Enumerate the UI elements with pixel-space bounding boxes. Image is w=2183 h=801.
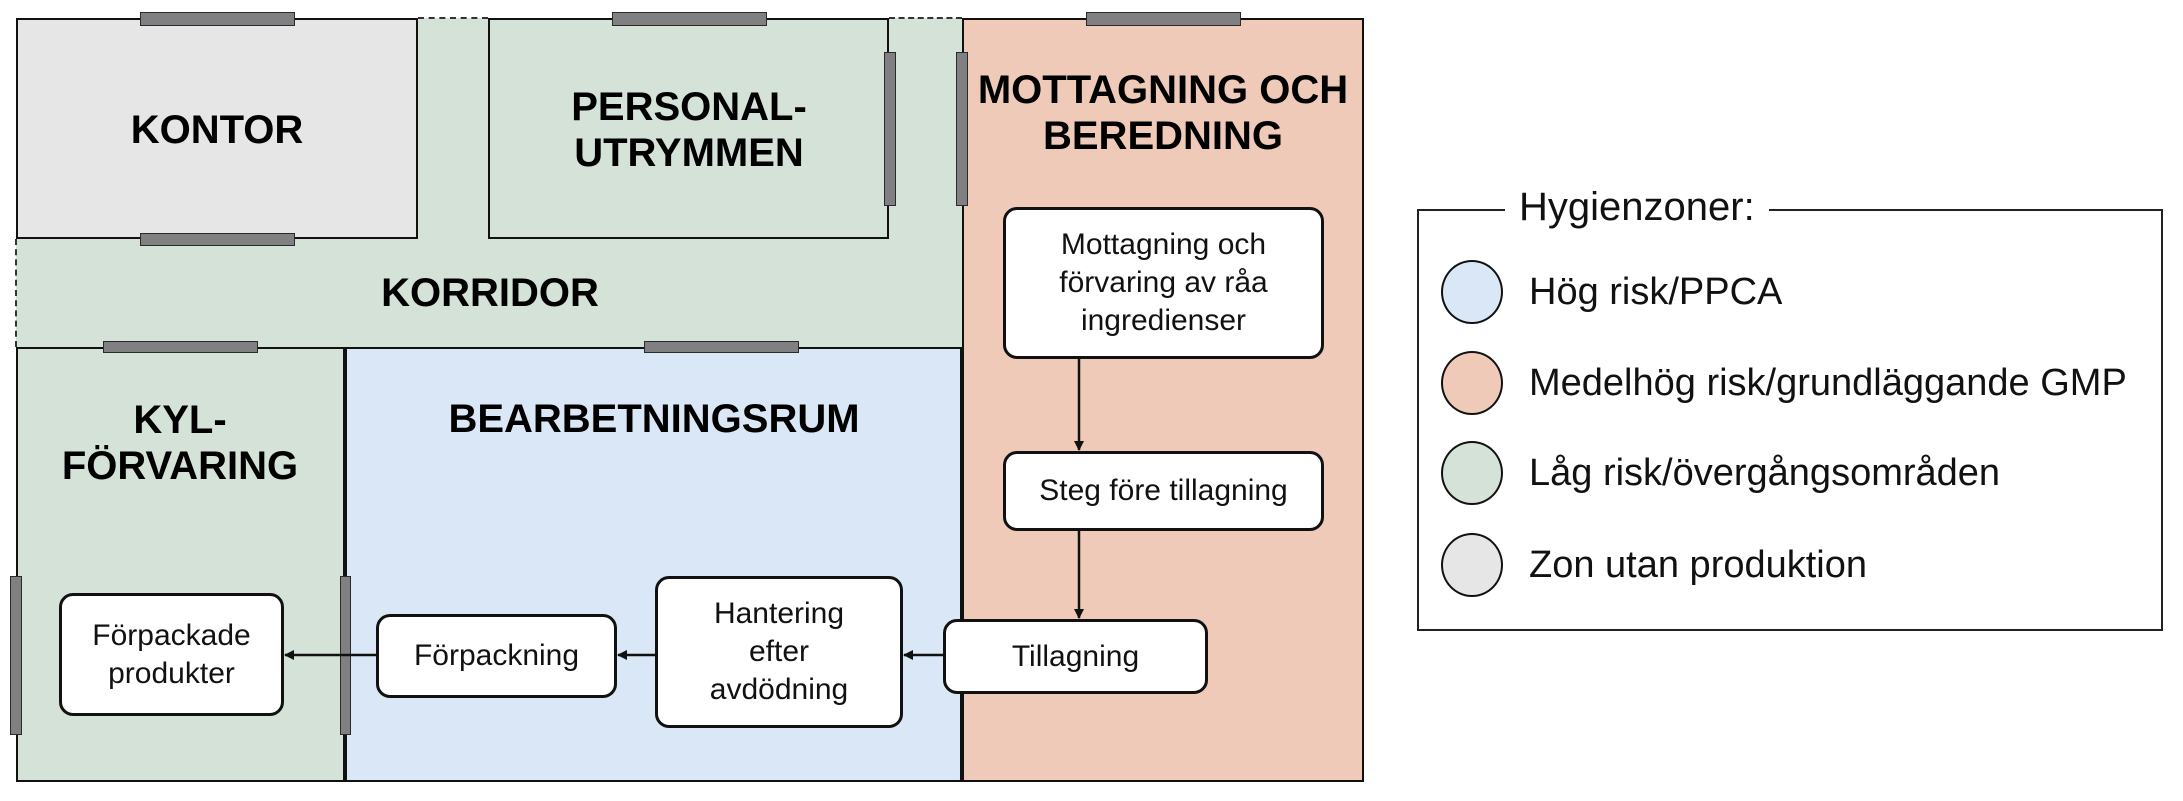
legend-label: Medelhög risk/grundläggande GMP [1529, 361, 2127, 404]
step-tillagning: Tillagning [943, 619, 1208, 694]
legend-title: Hygienzoner: [1505, 182, 1769, 232]
room-label-kontor: KONTOR [130, 108, 304, 152]
legend-item: Medelhög risk/grundläggande GMP [1441, 350, 2127, 416]
door-personal-side [884, 52, 896, 206]
open-boundary-top-2 [889, 17, 962, 19]
step-forpackade: Förpackade produkter [59, 593, 284, 716]
legend-item: Zon utan produktion [1441, 532, 1867, 598]
zone-swatch-icon [1441, 441, 1503, 505]
door-kontor-bottom [140, 233, 295, 246]
door-bearbetning-top [644, 341, 799, 353]
room-label-mottagning: MOTTAGNING OCH BEREDNING [977, 68, 1349, 158]
legend-label: Hög risk/PPCA [1529, 270, 1783, 313]
step-forpackning: Förpackning [376, 614, 617, 698]
step-hantering: Hantering efter avdödning [655, 576, 903, 728]
door-kyl-top [103, 341, 258, 353]
legend-box [1417, 209, 2163, 631]
door-kyl-outer [10, 576, 22, 735]
zone-swatch-icon [1441, 260, 1503, 324]
door-personal-top [612, 12, 767, 26]
personal-room [488, 18, 889, 239]
zone-swatch-icon [1441, 533, 1503, 597]
kontor-room [16, 18, 418, 239]
door-kontor-top [140, 12, 295, 26]
room-label-kyl: KYL- FÖRVARING [61, 398, 299, 488]
room-label-personal: PERSONAL- UTRYMMEN [571, 85, 807, 175]
legend-item: Hög risk/PPCA [1441, 259, 1782, 325]
step-steg-fore-tillagning: Steg före tillagning [1003, 451, 1324, 531]
door-mottagning-top [1086, 12, 1241, 26]
legend-label: Zon utan produktion [1529, 543, 1868, 586]
step-mottagning: Mottagning och förvaring av råa ingredie… [1003, 207, 1324, 359]
door-kyl-bearbetning [340, 576, 351, 735]
open-boundary-top-1 [418, 17, 488, 19]
room-label-korridor: KORRIDOR [381, 271, 599, 315]
legend-label: Låg risk/övergångsområden [1529, 451, 2001, 494]
open-boundary-left [15, 239, 17, 347]
zone-swatch-icon [1441, 351, 1503, 415]
legend-item: Låg risk/övergångsområden [1441, 440, 2000, 506]
room-label-bearbetning: BEARBETNINGSRUM [448, 397, 860, 441]
door-mottagning-side [956, 52, 968, 206]
